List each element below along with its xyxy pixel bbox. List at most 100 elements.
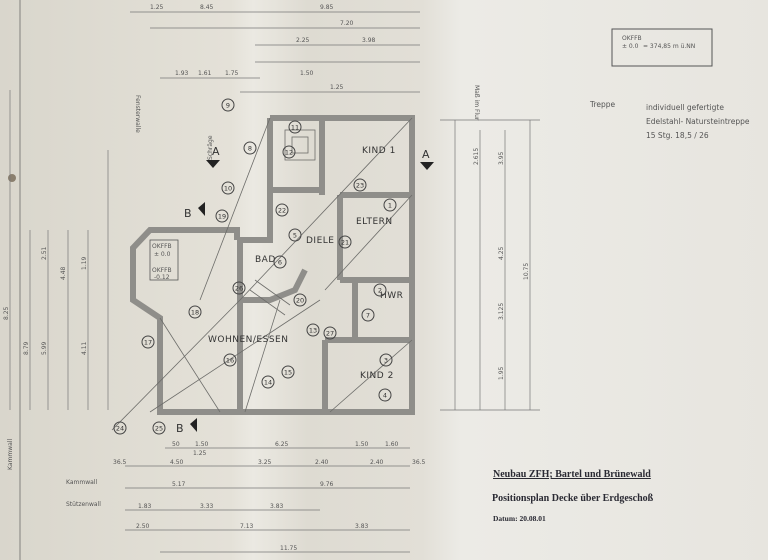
section-arrow-icon: [206, 160, 220, 168]
position-marker: [188, 305, 202, 319]
fensterwalle-label: Fensterwalle: [134, 95, 141, 133]
left-dimensions: 8.25 4.48 2.51 1.19 5.99 4.11 8.79 Kammw…: [3, 90, 214, 470]
svg-text:2.40: 2.40: [315, 459, 329, 466]
room-bad: BAD: [255, 255, 276, 265]
mass-im-flur-label: Maß im Flur: [473, 85, 480, 121]
position-marker: [243, 141, 257, 155]
position-number: 27: [326, 330, 334, 338]
position-marker: [383, 198, 397, 212]
svg-text:1.25: 1.25: [193, 450, 207, 457]
position-marker: [379, 353, 393, 367]
title-block: Neubau ZFH; Bartel und Brünewald Positio…: [492, 469, 654, 523]
plan-title: Positionsplan Decke über Erdgeschoß: [492, 493, 654, 504]
position-marker: [141, 335, 155, 349]
dim-label: 7.20: [340, 20, 354, 27]
svg-text:Treppe: Treppe: [589, 100, 616, 109]
dim-label: 5.99: [41, 341, 48, 355]
stuetzenwall-row-label: Stützenwall: [66, 501, 101, 508]
position-number: 23: [356, 182, 364, 190]
position-number: 16: [226, 357, 234, 365]
svg-text:15 Stg. 18,5 / 26: 15 Stg. 18,5 / 26: [646, 131, 709, 140]
svg-text:-0.12: -0.12: [154, 274, 170, 281]
position-marker: [293, 293, 307, 307]
position-number: 2: [378, 287, 382, 295]
position-marker: [306, 323, 320, 337]
position-number: 20: [296, 297, 304, 305]
position-marker: [221, 98, 235, 112]
position-number: 4: [383, 392, 387, 400]
dim-label: 8.79: [23, 341, 30, 355]
left-level-box: OKFFB ± 0.0 OKFFB -0.12: [149, 239, 179, 281]
position-number: 22: [278, 207, 286, 215]
dim-label: 4.11: [81, 341, 88, 355]
svg-text:7.13: 7.13: [240, 523, 254, 530]
stair-note: Treppe individuell gefertigte Edelstahl-…: [589, 100, 750, 140]
svg-text:OKFFB: OKFFB: [622, 35, 642, 42]
room-diele: DIELE: [306, 236, 334, 246]
svg-text:50: 50: [172, 441, 180, 448]
svg-text:1.50: 1.50: [355, 441, 369, 448]
top-dimensions: 1.25 8.45 9.85 7.20 2.25 3.98 1.93 1.61 …: [130, 4, 420, 93]
position-marker: [221, 181, 235, 195]
stair-symbol: [249, 129, 316, 316]
dim-label: 1.19: [81, 256, 88, 270]
dim-label: 3.95: [498, 151, 505, 165]
room-hwr: HWR: [380, 291, 403, 301]
section-arrow-icon: [190, 418, 197, 432]
position-marker: [113, 421, 127, 435]
svg-text:OKFFB: OKFFB: [152, 267, 172, 274]
dim-label: 4.25: [498, 246, 505, 260]
dim-label: 9.85: [320, 4, 334, 11]
position-marker: [338, 235, 352, 249]
dim-label: 1.25: [150, 4, 164, 11]
position-number: 7: [366, 312, 370, 320]
dim-label: 8.45: [200, 4, 214, 11]
position-number: 15: [284, 369, 292, 377]
svg-text:= 374,85 m ü.NN: = 374,85 m ü.NN: [643, 43, 695, 50]
room-kind-2: KIND 2: [360, 371, 394, 381]
dim-label: 3.125: [498, 303, 505, 320]
dim-label: 3.98: [362, 37, 376, 44]
position-marker: [152, 421, 166, 435]
svg-text:± 0.0: ± 0.0: [622, 43, 639, 50]
position-marker: [232, 281, 246, 295]
room-wohnen-essen: WOHNEN/ESSEN: [208, 335, 288, 345]
project-title: Neubau ZFH; Bartel und Brünewald: [493, 469, 651, 480]
bottom-dimensions: 50 1.50 6.25 1.50 1.60 1.25 36.5 4.50 3.…: [66, 441, 426, 553]
position-number: 12: [285, 149, 293, 157]
dim-label: 1.61: [198, 70, 212, 77]
position-number: 19: [218, 213, 226, 221]
svg-text:OKFFB: OKFFB: [152, 243, 172, 250]
svg-text:3.83: 3.83: [270, 503, 284, 510]
position-number: 14: [264, 379, 272, 387]
plan-date: Datum: 20.08.01: [493, 514, 546, 523]
position-marker: [223, 353, 237, 367]
svg-text:2.50: 2.50: [136, 523, 150, 530]
svg-text:3.25: 3.25: [258, 459, 272, 466]
svg-text:individuell gefertigte: individuell gefertigte: [646, 103, 724, 112]
position-number: 26: [235, 285, 243, 293]
position-marker: [275, 203, 289, 217]
svg-text:4.50: 4.50: [170, 459, 184, 466]
section-arrow-icon: [420, 162, 434, 170]
kammwall-row-label: Kammwall: [66, 479, 97, 486]
position-marker: [373, 283, 387, 297]
level-reference-box: OKFFB ± 0.0 = 374,85 m ü.NN: [611, 28, 713, 67]
svg-text:1.83: 1.83: [138, 503, 152, 510]
svg-text:1.60: 1.60: [385, 441, 399, 448]
svg-text:5.17: 5.17: [172, 481, 186, 488]
position-number: 24: [116, 425, 124, 433]
position-marker: [378, 388, 392, 402]
position-marker: [288, 120, 302, 134]
svg-text:36.5: 36.5: [412, 459, 426, 466]
svg-text:Edelstahl- Natursteintreppe: Edelstahl- Natursteintreppe: [646, 117, 750, 126]
section-arrow-icon: [198, 202, 205, 216]
position-marker: [273, 255, 287, 269]
svg-text:± 0.0: ± 0.0: [154, 251, 171, 258]
position-number: 10: [224, 185, 232, 193]
position-marker: [323, 326, 337, 340]
position-number: 5: [293, 232, 297, 240]
position-number: 11: [291, 124, 299, 132]
